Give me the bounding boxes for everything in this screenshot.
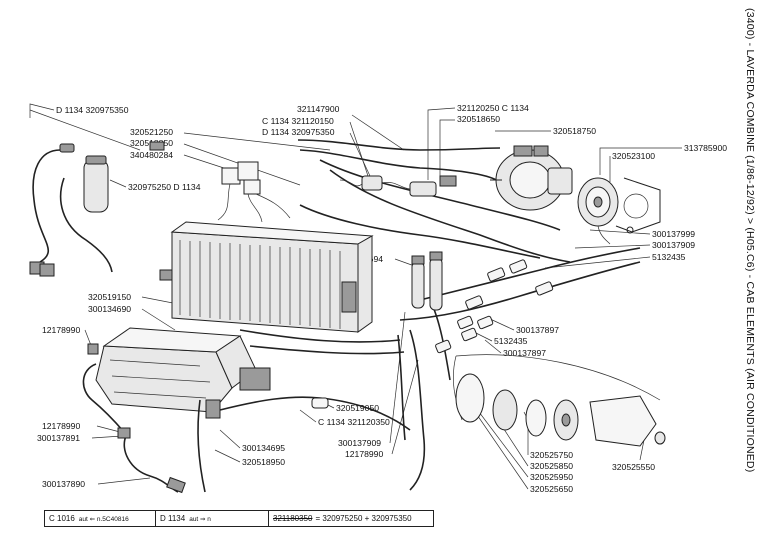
blower-housing: [87, 327, 271, 419]
label-300137897-upper: 300137897: [516, 325, 559, 335]
label-12178990-mid: 12178990: [42, 421, 80, 431]
label-320518950: 320518950: [242, 457, 285, 467]
revision-cell-replacement: 321180350 = 320975250 + 320975350: [269, 511, 433, 526]
superseded-part-number: 321180350: [273, 514, 313, 523]
revision-code: C 1016: [49, 514, 75, 523]
relay-group: [217, 161, 291, 223]
revision-notes-bar: C 1016 aut ⇐ n.5C40816 D 1134 aut ⇒ n 32…: [44, 510, 434, 527]
label-320975250: 320975250 D 1134: [128, 182, 201, 192]
leader-lines: [29, 103, 682, 490]
label-320525750: 320525750: [530, 450, 573, 460]
label-5132435-lower: 5132435: [494, 336, 528, 346]
label-c1134-321120350: C 1134 321120350: [318, 417, 390, 427]
pulley-clutch: [577, 177, 619, 245]
center-receivers: [411, 251, 443, 311]
refrigerant-hoses: [297, 139, 641, 491]
revision-cell-c1016: C 1016 aut ⇐ n.5C40816: [45, 511, 156, 526]
replacement-part-numbers: = 320975250 + 320975350: [315, 514, 412, 523]
revision-cell-d1134: D 1134 aut ⇒ n: [156, 511, 269, 526]
expansion-valves: [339, 175, 457, 197]
receiver-drier-group: [29, 141, 165, 277]
evaporator-core: [159, 221, 374, 333]
label-12178990-lower: 12178990: [345, 449, 383, 459]
label-d1134-320975350: D 1134 320975350: [262, 127, 335, 137]
label-300137890: 300137890: [42, 479, 85, 489]
label-320525650: 320525650: [530, 484, 573, 494]
label-5132435-right: 5132435: [652, 252, 686, 262]
compressor: [490, 145, 573, 211]
label-321120250: 321120250 C 1134: [457, 103, 529, 113]
label-320525950: 320525950: [530, 472, 573, 482]
label-300137897-lower: 300137897: [503, 348, 546, 358]
label-300134695: 300134695: [242, 443, 285, 453]
label-320523100: 320523100: [612, 151, 655, 161]
label-12178990-left: 12178990: [42, 325, 80, 335]
label-320518650: 320518650: [457, 114, 500, 124]
page-title: (3400) - LAVERDA COMBINE (1/86-12/92) > …: [744, 8, 756, 473]
label-320525550: 320525550: [612, 462, 655, 472]
label-300137891: 300137891: [37, 433, 80, 443]
label-320521250: 320521250: [130, 127, 173, 137]
label-320518750: 320518750: [553, 126, 596, 136]
revision-note: aut ⇐ n.5C40816: [78, 515, 129, 523]
label-320525850: 320525850: [530, 461, 573, 471]
revision-code: D 1134: [160, 514, 186, 523]
label-320519050: 320519050: [336, 403, 379, 413]
label-d1134-320975350-top: D 1134 320975350: [56, 105, 129, 115]
label-300137999: 300137999: [652, 229, 695, 239]
exploded-parts-drawing: D 1134 320975350 320975250 D 1134 320521…: [29, 103, 727, 494]
label-300137909-lower: 300137909: [338, 438, 381, 448]
label-c1134-321120150: C 1134 321120150: [262, 116, 334, 126]
exploded-valve-inset: [452, 354, 666, 447]
label-300134690: 300134690: [88, 304, 131, 314]
hose-fittings: [435, 259, 554, 354]
label-340480284: 340480284: [130, 150, 173, 160]
label-313785900: 313785900: [684, 143, 727, 153]
label-321147900: 321147900: [297, 104, 340, 114]
mounting-bracket: [615, 177, 661, 234]
label-320519150: 320519150: [88, 292, 131, 302]
lower-clamps: [117, 397, 329, 494]
label-300137909-right: 300137909: [652, 240, 695, 250]
revision-note: aut ⇒ n: [189, 515, 211, 523]
